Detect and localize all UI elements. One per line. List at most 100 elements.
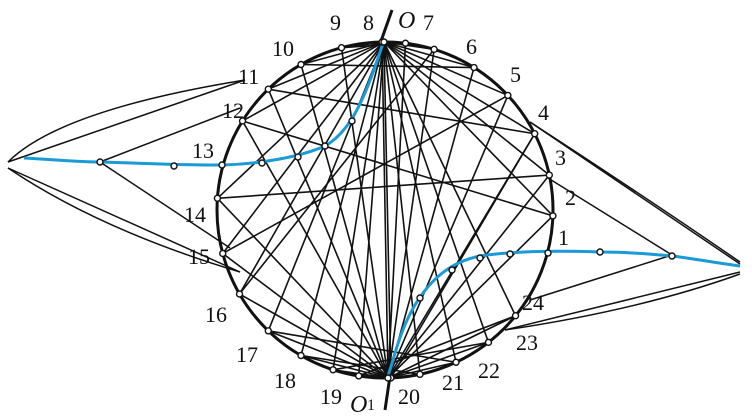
chord-lines: [216, 41, 554, 379]
circle-point-21: [416, 370, 424, 379]
point-label-2: 2: [565, 185, 576, 210]
circle-point-4: [504, 91, 512, 100]
chord-top-23: [383, 41, 490, 343]
chord-bottom-5: [387, 67, 475, 379]
chord-top-1: [383, 41, 554, 217]
pole-bottom-point: [384, 374, 392, 382]
point-label-10: 10: [272, 36, 294, 61]
circle-point-5: [470, 63, 478, 72]
circle-point-3: [530, 130, 539, 138]
curve-point: [258, 159, 266, 167]
chord-top-21: [383, 41, 421, 375]
curve-point: [668, 252, 676, 260]
point-label-18: 18: [274, 368, 296, 393]
outer-curve-bottom-left: [7, 167, 241, 273]
point-label-7: 7: [423, 10, 434, 35]
outer-ray-bottom-left: [7, 167, 241, 273]
chord-bottom-12: [241, 120, 389, 379]
chord-bottom-22: [387, 361, 457, 379]
circle-point-18: [329, 366, 337, 374]
outer-ray-left-inner: [99, 107, 241, 163]
curve-point: [321, 142, 329, 150]
circle-point-11: [264, 85, 272, 93]
chord-bottom-13: [216, 197, 389, 379]
chord-bottom-1: [387, 215, 554, 379]
chord-top-2: [383, 41, 550, 176]
point-label-24: 24: [522, 290, 544, 315]
curve-point: [218, 161, 226, 169]
outer-ray-top-left: [7, 79, 246, 163]
circle-point-12: [238, 117, 247, 125]
circle-points: [213, 38, 557, 382]
chord-bottom-8: [381, 42, 389, 379]
point-label-19: 19: [320, 384, 342, 409]
point-label-15: 15: [188, 244, 210, 269]
point-label-14: 14: [184, 202, 206, 227]
point-label-12: 12: [222, 98, 244, 123]
pole-top-point: [380, 38, 388, 46]
curve-point: [476, 254, 484, 262]
bottom-pole-label: O: [350, 392, 367, 418]
point-label-16: 16: [205, 302, 227, 327]
outer-curves: [7, 79, 741, 331]
top-pole-label: O: [398, 8, 415, 34]
chord-11-3: [268, 88, 535, 135]
chord-bottom-7: [387, 43, 407, 379]
point-label-9: 9: [330, 10, 341, 35]
point-label-5: 5: [510, 62, 521, 87]
chord-15-6: [238, 48, 435, 295]
circle-point-15: [235, 290, 244, 298]
curve-point: [294, 153, 302, 161]
pole-axis-bottom: [383, 375, 392, 411]
bottom-pole-prime: 1: [367, 397, 375, 414]
circle-point-10: [297, 60, 305, 69]
circle-point-17: [297, 351, 305, 360]
point-label-6: 6: [466, 34, 477, 59]
point-label-20: 20: [398, 384, 420, 409]
curve-point: [544, 249, 552, 257]
curve-point: [96, 158, 104, 166]
point-label-1: 1: [558, 225, 569, 250]
curve-point: [596, 248, 604, 256]
chord-top-20: [383, 41, 392, 378]
curve-point: [416, 294, 424, 302]
outer-ray-right-bottom: [504, 271, 741, 331]
circle-point-16: [264, 327, 272, 335]
outer-ray-left-lower: [99, 161, 231, 249]
circle-point-14: [219, 249, 227, 258]
outer-curve-top-left: [7, 79, 246, 163]
chord-13-2: [217, 174, 550, 200]
outer-ray-right-inner: [547, 177, 673, 256]
chord-bottom-17: [300, 354, 389, 379]
chord-bottom-6: [387, 49, 435, 379]
point-label-13: 13: [192, 138, 214, 163]
chord-top-24: [383, 41, 517, 317]
chord-bottom-2: [387, 174, 550, 379]
chord-12-1: [242, 120, 554, 217]
chord-top-17: [300, 41, 385, 356]
chord-20-3: [390, 133, 536, 379]
chord-bottom-16: [268, 330, 389, 379]
blue-curve-lower: [386, 249, 741, 377]
outer-ray-right-lower: [529, 254, 673, 301]
curve-point: [170, 162, 178, 170]
point-label-17: 17: [236, 342, 258, 367]
chord-bottom-11: [267, 88, 389, 379]
chord-16-22: [268, 330, 457, 364]
chord-bottom-9: [340, 47, 389, 379]
chord-top-13: [216, 41, 385, 199]
circle-point-6: [430, 45, 438, 54]
chord-top-12: [242, 41, 385, 122]
circle-point-22: [452, 358, 460, 366]
circle-point-23: [484, 338, 493, 347]
chord-19-24: [358, 314, 516, 377]
curve-point: [348, 117, 356, 125]
circle-point-9: [337, 44, 346, 52]
curve-point: [448, 266, 456, 274]
chord-bottom-24: [387, 315, 516, 379]
chord-top-14: [222, 41, 385, 254]
point-label-8: 8: [363, 10, 374, 35]
point-label-23: 23: [516, 330, 538, 355]
outer-rays: [7, 79, 741, 331]
